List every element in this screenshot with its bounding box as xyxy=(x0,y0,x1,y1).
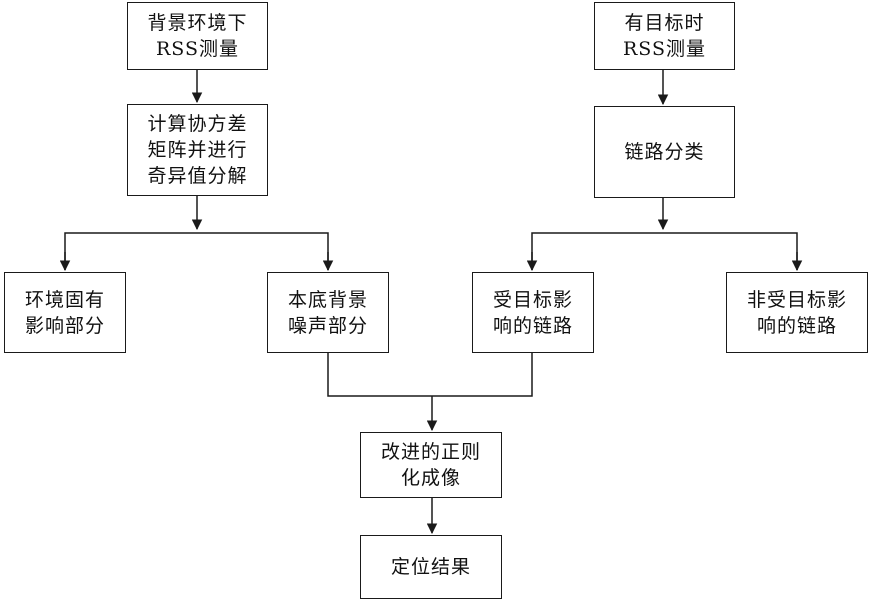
node-non-target-affected-links: 非受目标影 响的链路 xyxy=(726,272,868,353)
node-target-affected-links: 受目标影 响的链路 xyxy=(472,272,594,353)
edge-merge-to-imaging xyxy=(328,353,532,396)
node-line: RSS测量 xyxy=(623,36,706,62)
node-line: 有目标时 xyxy=(623,10,706,36)
node-line: 受目标影 xyxy=(493,287,573,313)
node-line: 非受目标影 xyxy=(747,287,847,313)
node-environment-inherent: 环境固有 影响部分 xyxy=(4,272,126,353)
node-line: 链路分类 xyxy=(624,139,704,165)
node-line: 响的链路 xyxy=(493,313,573,339)
node-line: 定位结果 xyxy=(391,554,471,580)
node-line: RSS测量 xyxy=(147,36,247,62)
node-line: 矩阵并进行 xyxy=(147,137,247,163)
node-line: 噪声部分 xyxy=(288,313,368,339)
node-line: 计算协方差 xyxy=(147,111,247,137)
edge-linkclass-branch xyxy=(532,233,797,270)
node-line: 化成像 xyxy=(381,465,481,491)
node-background-noise: 本底背景 噪声部分 xyxy=(267,272,389,353)
node-line: 本底背景 xyxy=(288,287,368,313)
node-localization-result: 定位结果 xyxy=(360,535,502,599)
edge-svd-branch xyxy=(65,233,328,270)
node-link-classification: 链路分类 xyxy=(594,106,735,198)
node-covariance-svd: 计算协方差 矩阵并进行 奇异值分解 xyxy=(127,104,268,196)
node-line: 背景环境下 xyxy=(147,10,247,36)
node-background-rss-measurement: 背景环境下 RSS测量 xyxy=(127,2,268,70)
node-line: 改进的正则 xyxy=(381,439,481,465)
node-line: 影响部分 xyxy=(25,313,105,339)
node-line: 奇异值分解 xyxy=(147,163,247,189)
node-line: 环境固有 xyxy=(25,287,105,313)
node-line: 响的链路 xyxy=(747,313,847,339)
node-improved-regularized-imaging: 改进的正则 化成像 xyxy=(360,432,502,498)
node-target-rss-measurement: 有目标时 RSS测量 xyxy=(594,2,735,70)
